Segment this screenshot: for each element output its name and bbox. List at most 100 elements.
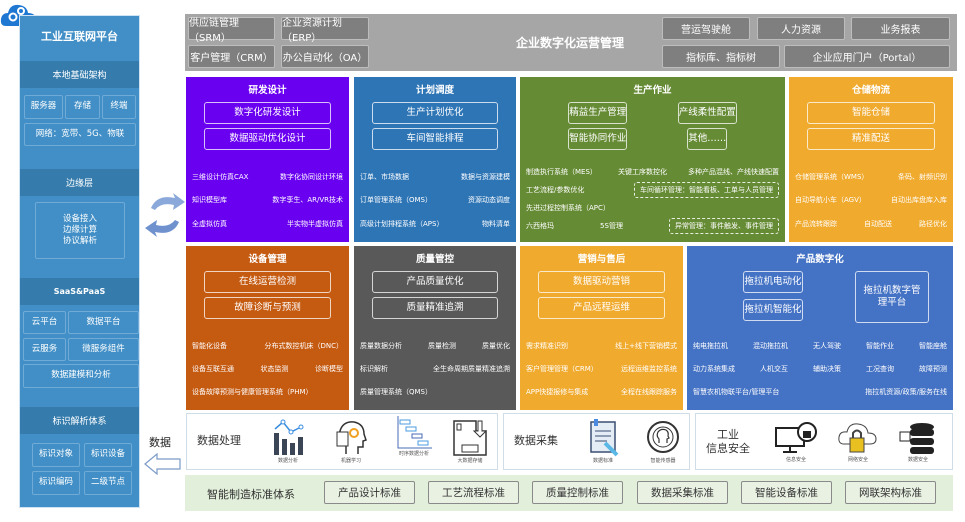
microservice-box: 微服务组件 bbox=[68, 338, 139, 361]
id-device-box: 标识设备 bbox=[84, 443, 132, 467]
capability-box-side[interactable]: 拖拉机数字管理平台 bbox=[855, 271, 929, 323]
identifier-resolution-header: 标识解析体系 bbox=[20, 407, 139, 434]
item-row: 产品流转跟踪自动配送路径优化 bbox=[795, 219, 947, 229]
item-row: 高级计划排程系统（APS）物料清单 bbox=[360, 219, 510, 229]
module-item: 半实物半虚拟仿真 bbox=[287, 220, 343, 229]
module-item: 自动导航小车（AGV） bbox=[795, 196, 866, 205]
item-row: 自动导航小车（AGV）自动出库盘库入库 bbox=[795, 195, 947, 205]
indicator-library-button[interactable]: 指标库、指标树 bbox=[662, 45, 780, 68]
module-item: 质量检测 bbox=[428, 341, 456, 350]
module-item: 设备故障预测与健康管理系统（PHM） bbox=[192, 388, 313, 397]
network-architecture-standard-button[interactable]: 网联架构标准 bbox=[845, 481, 936, 504]
module-item: 条码、射频识别 bbox=[898, 172, 947, 181]
capability-boxes: 数字化研发设计数据驱动优化设计 bbox=[186, 102, 349, 150]
module-plan: 计划调度生产计划优化车间智能排程订单、市场数据数据与资源建模订单管理系统（OMS… bbox=[354, 77, 516, 242]
item-row: 客户管理管理（CRM）远程运维监控系统 bbox=[526, 364, 677, 374]
data-processing-panel: 数据处理 数据分析 机器学习 时序数据分析 大数据存储 bbox=[186, 413, 498, 470]
capability-box[interactable]: 产线柔性配置 bbox=[677, 102, 737, 124]
module-title: 质量管控 bbox=[415, 254, 454, 265]
capability-box[interactable]: 故障诊断与预测 bbox=[204, 297, 331, 319]
module-item: 多种产品混线、产线快速配置 bbox=[688, 168, 779, 177]
storage-box: 存储 bbox=[65, 95, 100, 119]
crm-button[interactable]: 客户管理（CRM） bbox=[188, 45, 275, 68]
quality-control-standard-button[interactable]: 质量控制标准 bbox=[532, 481, 623, 504]
icon-label: 数据标准 bbox=[592, 458, 613, 464]
database-lock-icon: 数据安全 bbox=[894, 420, 942, 463]
capability-box[interactable]: 数字化研发设计 bbox=[204, 102, 331, 124]
module-items: 质量数据分析质量检测质量优化标识解析全生命周期质量精准追溯质量管理系统（QMS） bbox=[360, 334, 510, 404]
module-item: 智慧农机物联平台/管理平台 bbox=[693, 388, 780, 397]
module-item: 智能作业 bbox=[866, 341, 894, 350]
capability-boxes: 产品质量优化质量精准追溯 bbox=[354, 271, 516, 319]
item-row: 先进过程控制系统（APC） bbox=[526, 203, 779, 213]
edge-layer-header: 边缘层 bbox=[20, 169, 139, 196]
capability-box[interactable]: 数据驱动优化设计 bbox=[204, 128, 331, 150]
module-item: 纯电拖拉机 bbox=[693, 341, 728, 350]
item-row: 制造执行系统（MES）关键工序数控化多种产品混线、产线快速配置 bbox=[526, 167, 779, 177]
capability-box[interactable]: 拖拉机智能化 bbox=[743, 299, 803, 321]
item-row: 设备互联互通状态监测诊断模型 bbox=[192, 364, 343, 374]
module-item: 拖拉机资源/政策/服务在线 bbox=[865, 388, 947, 397]
capability-boxes: 生产计划优化车间智能排程 bbox=[354, 102, 516, 150]
icon-label: 机器学习 bbox=[340, 458, 361, 464]
smart-manufacturing-standards-bar: 智能制造标准体系 产品设计标准 工艺流程标准 质量控制标准 数据采集标准 智能设… bbox=[185, 475, 953, 511]
capability-box[interactable]: 精准配送 bbox=[807, 128, 935, 150]
data-collection-standard-button[interactable]: 数据采集标准 bbox=[637, 481, 728, 504]
module-item: 仓储管理系统（WMS） bbox=[795, 172, 869, 181]
module-item: 故障预测 bbox=[919, 364, 947, 373]
hr-button[interactable]: 人力资源 bbox=[757, 17, 845, 40]
capability-box[interactable]: 生产计划优化 bbox=[372, 102, 498, 124]
storage-icon: 大数据存储 bbox=[449, 419, 491, 464]
icon-label: 时序数据分析 bbox=[398, 451, 429, 457]
module-item: 订单管理系统（OMS） bbox=[360, 196, 432, 205]
capability-box[interactable]: 精益生产管理 bbox=[568, 102, 628, 124]
capability-box[interactable]: 其他…… bbox=[687, 128, 728, 150]
capability-boxes: 精益生产管理 产线柔性配置智能协同作业 其他…… bbox=[520, 98, 785, 150]
module-items: 制造执行系统（MES）关键工序数控化多种产品混线、产线快速配置工艺流程/参数优化… bbox=[526, 165, 779, 236]
product-design-standard-button[interactable]: 产品设计标准 bbox=[324, 481, 415, 504]
item-row: 纯电拖拉机混动拖拉机无人驾驶智能作业智能座舱 bbox=[693, 341, 947, 351]
smart-device-standard-button[interactable]: 智能设备标准 bbox=[741, 481, 832, 504]
item-row: 动力系统集成人机交互辅助决策工况查询故障预测 bbox=[693, 364, 947, 374]
capability-box[interactable]: 产品质量优化 bbox=[372, 271, 498, 293]
security-title: 工业 信息安全 bbox=[706, 428, 750, 457]
module-item: 分布式数控机床（DNC） bbox=[264, 341, 343, 350]
monitor-lock-icon: 信息安全 bbox=[772, 420, 820, 463]
module-item: 智能座舱 bbox=[919, 341, 947, 350]
timeline-icon: 时序数据分析 bbox=[393, 416, 435, 457]
edge-item: 边缘计算 bbox=[62, 224, 97, 235]
capability-box[interactable]: 质量精准追溯 bbox=[372, 297, 498, 319]
capability-box[interactable]: 产品远程运维 bbox=[538, 297, 665, 319]
capability-box[interactable]: 智能仓储 bbox=[807, 102, 935, 124]
sensor-icon: 智能传感器 bbox=[642, 419, 684, 464]
capability-box[interactable]: 车间智能排程 bbox=[372, 128, 498, 150]
capability-box[interactable]: 拖拉机电动化 bbox=[743, 271, 803, 293]
module-item: 数字孪生、AR/VR技术 bbox=[272, 196, 343, 205]
capability-box[interactable]: 在线运营检测 bbox=[204, 271, 331, 293]
module-item: 无人驾驶 bbox=[813, 341, 841, 350]
module-item: 高级计划排程系统（APS） bbox=[360, 220, 444, 229]
item-row: 质量数据分析质量检测质量优化 bbox=[360, 341, 510, 351]
module-item: 远程运维监控系统 bbox=[621, 364, 677, 373]
id-code-box: 标识编码 bbox=[32, 471, 80, 495]
module-item: 三维设计仿真CAX bbox=[192, 172, 249, 181]
process-flow-standard-button[interactable]: 工艺流程标准 bbox=[428, 481, 519, 504]
srm-button[interactable]: 供应链管理（SRM） bbox=[188, 17, 275, 44]
module-item: 线上+线下营销模式 bbox=[615, 341, 677, 350]
portal-button[interactable]: 企业应用门户（Portal） bbox=[784, 45, 950, 68]
item-row: 智慧农机物联平台/管理平台 拖拉机资源/政策/服务在线 bbox=[693, 387, 947, 397]
erp-button[interactable]: 企业资源计划（ERP） bbox=[281, 17, 369, 44]
module-item: 知识模型库 bbox=[192, 196, 227, 205]
capability-box[interactable]: 智能协同作业 bbox=[568, 128, 628, 150]
capability-box[interactable]: 数据驱动营销 bbox=[538, 271, 665, 293]
platform-title: 工业互联网平台 bbox=[41, 30, 118, 43]
operations-cockpit-button[interactable]: 营运驾驶舱 bbox=[662, 17, 750, 40]
oa-button[interactable]: 办公自动化（OA） bbox=[281, 45, 369, 68]
capability-boxes: 智能仓储精准配送 bbox=[789, 102, 953, 150]
module-item: 工况查询 bbox=[866, 364, 894, 373]
item-row: 订单管理系统（OMS）资源动态调度 bbox=[360, 195, 510, 205]
module-item: 质量管理系统（QMS） bbox=[360, 388, 432, 397]
server-box: 服务器 bbox=[24, 95, 63, 119]
business-report-button[interactable]: 业务报表 bbox=[851, 17, 950, 40]
